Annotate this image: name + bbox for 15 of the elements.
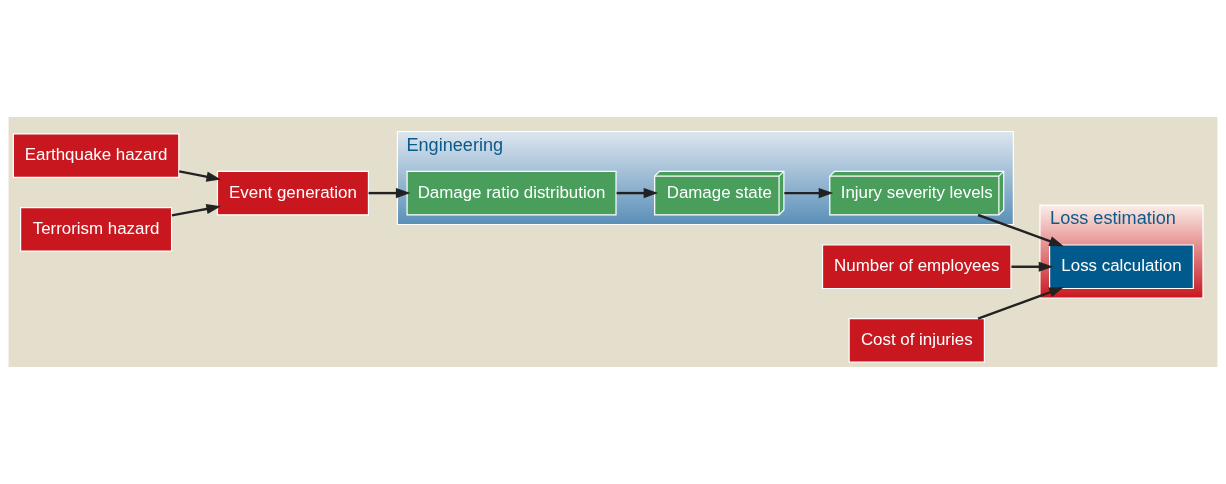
node-box: Loss calculation [1049, 244, 1194, 290]
arrow [977, 287, 1064, 320]
node-box: Earthquake hazard [12, 133, 180, 178]
arrow [368, 188, 411, 199]
arrow [784, 188, 834, 199]
node-box: Number of employees [821, 244, 1012, 290]
node-box: Event generation [216, 170, 370, 216]
arrow [616, 188, 659, 199]
arrow [977, 213, 1064, 247]
node-box: Cost of injuries [848, 318, 985, 363]
node-box: Damage ratio distribution [406, 170, 617, 216]
node-box: Terrorism hazard [20, 206, 173, 252]
arrow [178, 170, 221, 182]
arrow [171, 203, 221, 217]
arrow [1011, 261, 1054, 272]
